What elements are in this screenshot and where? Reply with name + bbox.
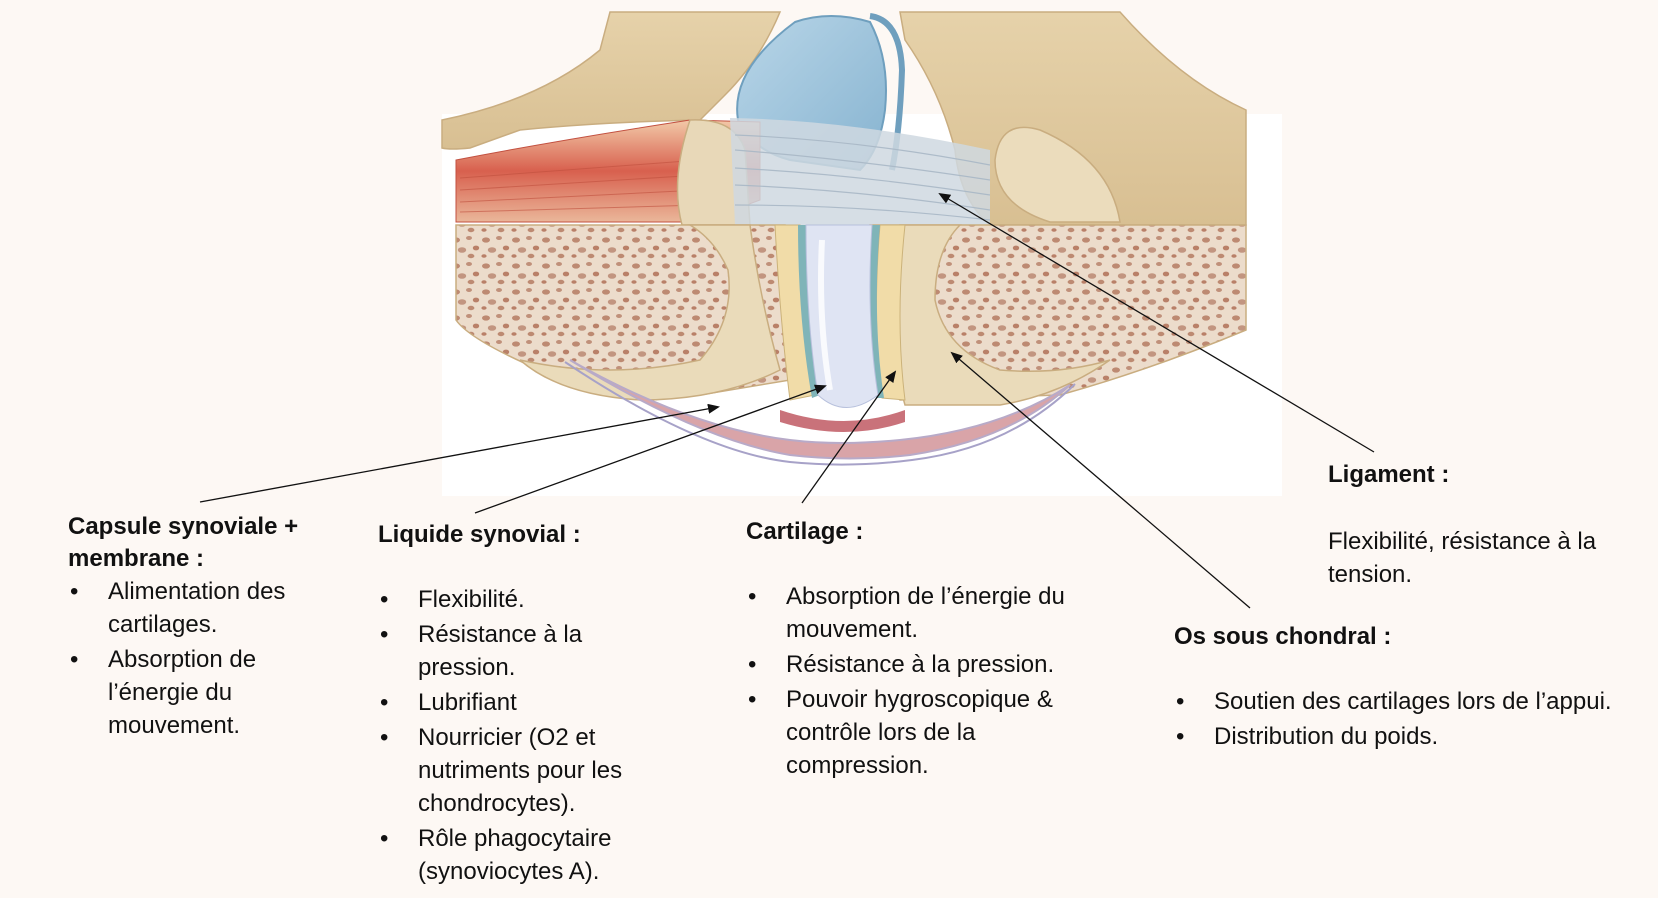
pointer-ligament xyxy=(938,192,1375,453)
list-item: Résistance à la pression. xyxy=(746,648,1091,681)
label-liquide-title: Liquide synovial : xyxy=(378,521,581,548)
label-cartilage-title: Cartilage : xyxy=(746,518,864,545)
ligament-band xyxy=(730,118,990,225)
pointer-lines xyxy=(199,192,1375,609)
label-capsule-title: Capsule synoviale + membrane : xyxy=(68,513,299,572)
label-ligament: Ligament : Flexibilité, résistance à la … xyxy=(1328,459,1628,591)
list-item: Rôle phagocytaire (synoviocytes A). xyxy=(378,822,668,888)
list-item: Flexibilité. xyxy=(378,583,668,616)
list-item: Pouvoir hygroscopique & contrôle lors de… xyxy=(746,683,1091,782)
label-ligament-title: Ligament : xyxy=(1328,461,1450,488)
pointer-capsule xyxy=(199,403,720,503)
left-cortical-bone xyxy=(519,224,781,401)
synovial-fluid xyxy=(805,224,879,408)
joint-capsule xyxy=(569,359,1071,460)
list-item: Distribution du poids. xyxy=(1174,720,1654,753)
label-capsule: Capsule synoviale + membrane : Alimentat… xyxy=(68,511,328,744)
ligament-fibers xyxy=(734,134,991,221)
list-item: Absorption de l’énergie du mouvement. xyxy=(746,580,1091,646)
label-os-title: Os sous chondral : xyxy=(1174,623,1392,650)
joint-capsule-outline xyxy=(564,361,1076,466)
list-item: Alimentation des cartilages. xyxy=(68,575,328,641)
list-item: Lubrifiant xyxy=(378,686,668,719)
pointer-liquide xyxy=(474,384,827,514)
capsule-inner xyxy=(780,410,905,432)
list-item: Nourricier (O2 et nutriments pour les ch… xyxy=(378,721,668,820)
right-bone-condyle xyxy=(994,126,1121,223)
synovial-fluid-highlight xyxy=(818,239,833,391)
label-cartilage: Cartilage : Absorption de l’énergie du m… xyxy=(746,516,1091,784)
pointer-cartilage xyxy=(801,370,897,504)
muscle-fibers xyxy=(459,159,701,213)
list-item: Absorption de l’énergie du mouvement. xyxy=(68,643,328,742)
label-os: Os sous chondral : Soutien des cartilage… xyxy=(1174,621,1654,755)
list-item: Résistance à la pression. xyxy=(378,618,668,684)
pointer-os xyxy=(950,351,1251,609)
left-upper-bone xyxy=(441,11,782,150)
label-liquide: Liquide synovial : Flexibilité. Résistan… xyxy=(378,519,668,890)
list-item: Soutien des cartilages lors de l’appui. xyxy=(1174,685,1654,718)
label-ligament-text: Flexibilité, résistance à la tension. xyxy=(1328,528,1597,588)
